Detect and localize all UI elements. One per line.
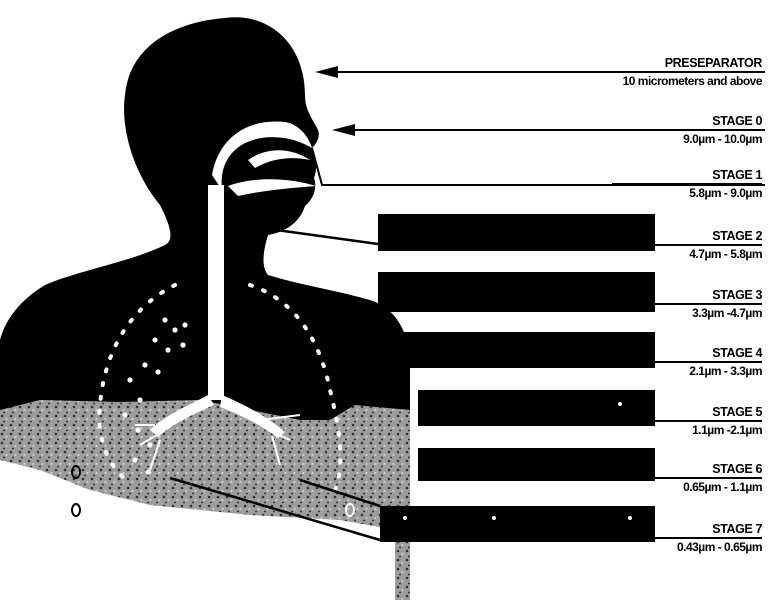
stage-range: 2.1µm - 3.3µm (482, 363, 762, 378)
stage-name: STAGE 0 (612, 114, 762, 131)
stage-name: STAGE 2 (612, 229, 762, 246)
stage-label-1: STAGE 1 5.8µm - 9.0µm (482, 168, 762, 200)
stage-label-3: STAGE 3 3.3µm -4.7µm (482, 288, 762, 320)
stage-name: STAGE 5 (612, 405, 762, 422)
stage-range: 10 micrometers and above (482, 73, 762, 88)
stage-name: STAGE 3 (612, 288, 762, 305)
stage-name: STAGE 4 (612, 346, 762, 363)
stage-range: 5.8µm - 9.0µm (482, 185, 762, 200)
stage-range: 0.43µm - 0.65µm (482, 539, 762, 554)
stage-range: 4.7µm - 5.8µm (482, 246, 762, 261)
stage-label-preseparator: PRESEPARATOR 10 micrometers and above (482, 56, 762, 88)
stage-label-0: STAGE 0 9.0µm - 10.0µm (482, 114, 762, 146)
stage-name: STAGE 1 (612, 168, 762, 185)
stage-label-5: STAGE 5 1.1µm -2.1µm (482, 405, 762, 437)
stage-name: PRESEPARATOR (577, 56, 762, 73)
stage-label-2: STAGE 2 4.7µm - 5.8µm (482, 229, 762, 261)
stage-label-7: STAGE 7 0.43µm - 0.65µm (482, 522, 762, 554)
stage-name: STAGE 6 (612, 462, 762, 479)
stage-range: 9.0µm - 10.0µm (482, 131, 762, 146)
stage-name: STAGE 7 (612, 522, 762, 539)
stage-range: 0.65µm - 1.1µm (482, 479, 762, 494)
human-silhouette (0, 17, 410, 600)
stage-label-6: STAGE 6 0.65µm - 1.1µm (482, 462, 762, 494)
stage-label-4: STAGE 4 2.1µm - 3.3µm (482, 346, 762, 378)
stage-range: 1.1µm -2.1µm (482, 422, 762, 437)
stage-range: 3.3µm -4.7µm (482, 305, 762, 320)
